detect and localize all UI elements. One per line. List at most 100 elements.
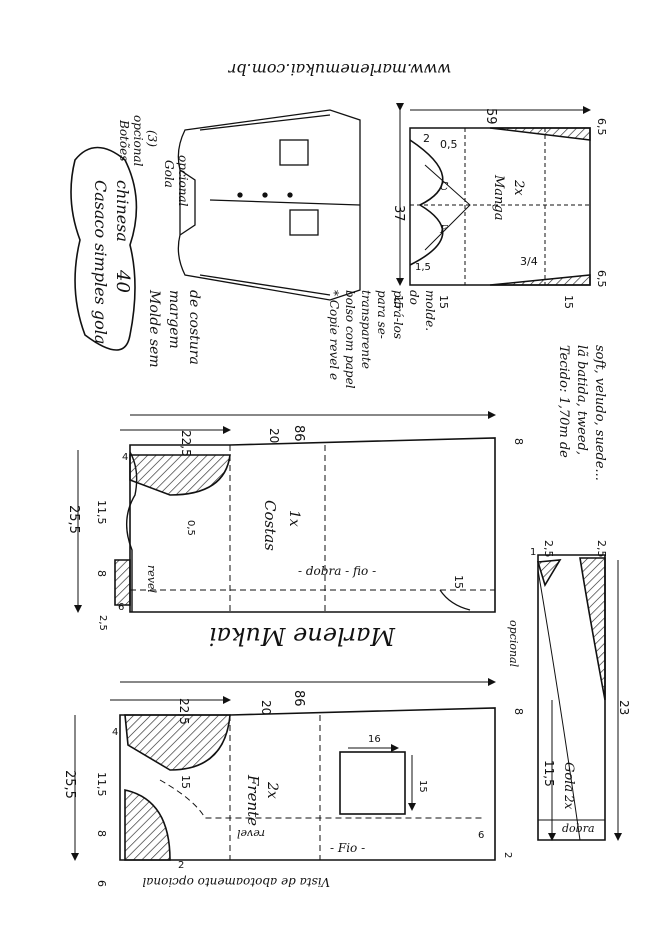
svg-text:86: 86	[291, 425, 306, 442]
pattern-costas	[114, 437, 496, 613]
website-url: www.marlenemukai.com.br	[227, 60, 451, 79]
svg-text:para se-: para se-	[375, 290, 389, 339]
svg-text:8: 8	[512, 438, 525, 445]
svg-text:3/4: 3/4	[520, 255, 538, 268]
manga-dim-lines	[396, 103, 591, 286]
costas-qty: 1x	[286, 510, 302, 527]
svg-text:0,5: 0,5	[185, 520, 196, 536]
svg-text:6,5: 6,5	[595, 270, 608, 288]
frente-labels: Frente 2x revel - Fio - Vista de abotoam…	[62, 690, 525, 889]
svg-text:15: 15	[562, 295, 575, 309]
svg-text:transparente: transparente	[359, 290, 373, 369]
costas-label: Costas	[261, 500, 279, 551]
svg-text:opcional: opcional	[507, 620, 520, 668]
svg-text:4: 4	[112, 727, 118, 738]
title-size: 40	[112, 269, 133, 293]
sketch-labels: Botões opcional (3) Gola opcional	[117, 115, 190, 207]
svg-text:8: 8	[512, 708, 525, 715]
note-molde: Molde sem margem de costura	[146, 289, 202, 368]
svg-text:6,5: 6,5	[595, 118, 608, 136]
svg-text:2,5: 2,5	[542, 540, 555, 558]
svg-text:11,5: 11,5	[95, 772, 108, 797]
title-cloud: Casaco simples gola chinesa 40	[70, 146, 138, 351]
svg-text:15: 15	[392, 295, 405, 309]
svg-text:15: 15	[437, 295, 450, 309]
svg-text:25,5: 25,5	[62, 770, 77, 799]
manga-qty: 2x	[511, 179, 526, 196]
svg-text:6: 6	[478, 830, 484, 841]
svg-text:15: 15	[417, 780, 428, 793]
svg-text:opcional: opcional	[131, 115, 145, 167]
svg-text:6: 6	[95, 880, 108, 887]
svg-text:soft, veludo, suede...: soft, veludo, suede...	[592, 345, 607, 481]
svg-text:2: 2	[423, 132, 430, 145]
svg-text:6: 6	[118, 602, 124, 613]
pattern-gola	[536, 554, 606, 841]
svg-text:lã batida, tweed,: lã batida, tweed,	[574, 345, 589, 455]
svg-text:1: 1	[530, 547, 536, 558]
frente-dim-lines	[71, 678, 496, 861]
svg-text:2,5: 2,5	[97, 615, 108, 631]
svg-text:2,5: 2,5	[595, 540, 608, 558]
title-line2: chinesa	[113, 180, 132, 242]
svg-text:16: 16	[368, 734, 381, 745]
svg-text:11,5: 11,5	[542, 760, 556, 787]
svg-text:Tecido: 1,70m de: Tecido: 1,70m de	[556, 345, 571, 458]
title-line1: Casaco simples gola	[91, 180, 110, 344]
svg-text:8: 8	[95, 830, 108, 837]
manga-c: C	[440, 180, 449, 193]
svg-text:2: 2	[178, 860, 184, 871]
manga-label: Manga	[491, 174, 506, 221]
svg-text:Marlene Mukai: Marlene Mukai	[209, 622, 396, 650]
frente-fio: - Fio -	[330, 841, 365, 855]
svg-text:Botões: Botões	[117, 119, 131, 161]
svg-text:bolso com papel: bolso com papel	[343, 290, 357, 389]
svg-text:molde.: molde.	[423, 290, 437, 331]
costas-labels: Costas 1x - dobra - fio - revel opcional…	[66, 425, 525, 668]
frente-qty: 2x	[264, 781, 280, 799]
svg-text:de costura: de costura	[186, 290, 202, 365]
svg-text:25,5: 25,5	[66, 505, 81, 534]
svg-text:2: 2	[502, 852, 513, 858]
signature: Marlene Mukai	[209, 622, 396, 650]
svg-text:opcional: opcional	[176, 155, 190, 207]
svg-text:1,5: 1,5	[415, 262, 431, 273]
svg-text:margem: margem	[166, 290, 182, 349]
svg-text:4: 4	[122, 452, 128, 463]
svg-text:22,5: 22,5	[177, 698, 191, 725]
coat-sketch	[177, 109, 361, 301]
gola-qty: 2x	[562, 794, 576, 810]
gola-dim-lines	[548, 560, 622, 841]
svg-text:20: 20	[267, 428, 281, 443]
svg-text:revel: revel	[145, 565, 158, 593]
svg-text:* Copie revel e: * Copie revel e	[327, 290, 341, 380]
costas-fold: - dobra - fio -	[298, 564, 376, 578]
svg-text:(3): (3)	[145, 130, 159, 147]
frente-label: Frente	[244, 774, 262, 826]
svg-text:86: 86	[291, 690, 306, 707]
costas-dim-lines	[74, 411, 496, 613]
manga-f: F	[439, 223, 448, 236]
svg-text:8: 8	[95, 570, 108, 577]
svg-text:59: 59	[483, 108, 498, 125]
gola-dobra: dobra	[562, 822, 595, 835]
svg-text:Gola: Gola	[162, 160, 176, 188]
note-tecido: Tecido: 1,70m de lã batida, tweed, soft,…	[556, 345, 607, 481]
svg-text:23: 23	[617, 700, 631, 715]
svg-text:0,5: 0,5	[440, 138, 458, 151]
svg-text:15: 15	[179, 775, 192, 789]
svg-text:Molde sem: Molde sem	[146, 289, 162, 368]
svg-text:pará-los: pará-los	[391, 290, 405, 339]
svg-text:22,5: 22,5	[179, 430, 193, 457]
frente-vista: Vista de abotoamento opcional	[142, 875, 330, 889]
svg-text:do: do	[407, 290, 421, 305]
svg-text:20: 20	[259, 700, 273, 715]
svg-text:37: 37	[391, 205, 406, 222]
gola-label: Gola	[561, 762, 576, 792]
svg-text:www.marlenemukai.com.br: www.marlenemukai.com.br	[227, 60, 451, 79]
svg-text:15: 15	[452, 575, 465, 589]
svg-text:11,5: 11,5	[95, 500, 108, 525]
pattern-manga	[409, 127, 591, 286]
pattern-frente	[119, 707, 496, 861]
